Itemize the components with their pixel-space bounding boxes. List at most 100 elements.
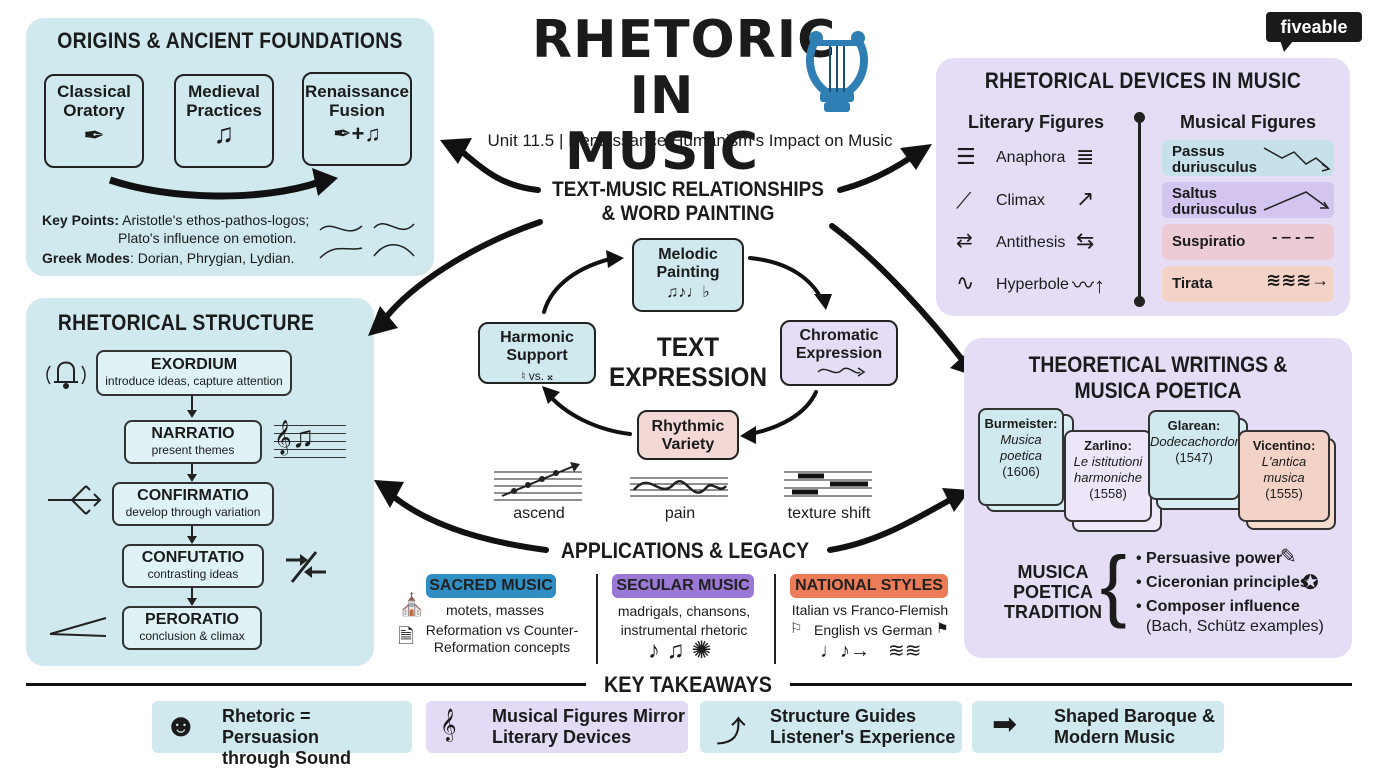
writing-zarlino: Zarlino: Le istitutioni harmoniche (1558… — [1064, 430, 1152, 522]
crescendo-icon — [49, 617, 107, 637]
tag-national-styles: NATIONAL STYLES — [790, 574, 948, 598]
figure-suspiratio: Suspiratio - ‒ - ‒ — [1162, 224, 1334, 260]
subtitle: Unit 11.5 | Renaissance Humanism's Impac… — [487, 131, 893, 150]
note-glyphs-icon: ♫♪♩♭ — [666, 284, 710, 301]
flag-uk-icon: ⚐ — [790, 620, 803, 636]
main-title: RHETORIC IN MUSIC — [532, 10, 837, 182]
brand-badge[interactable]: fiveable — [1266, 12, 1362, 42]
writing-vicentino: Vicentino: L'antica musica (1555) — [1238, 430, 1330, 522]
brand-badge-tail — [1280, 40, 1294, 52]
node-chromatic-expression: Chromatic Expression — [780, 320, 898, 386]
national-line2: English vs German — [814, 622, 933, 638]
chromatic-wave-icon — [817, 367, 866, 377]
climax-arrow-icon: ↗ — [1076, 186, 1095, 211]
literary-figures-heading: Literary Figures — [967, 112, 1105, 132]
origin-box-renaissance: Renaissance Fusion ✒+♫ — [302, 72, 412, 166]
award-icon: ✪ — [1302, 572, 1319, 594]
origins-panel — [26, 18, 434, 276]
origin-box-medieval: Medieval Practices ♫ — [174, 74, 274, 168]
step-arrow-1 — [187, 396, 197, 418]
figure-tirata: Tirata ≋≋≋→ — [1162, 266, 1334, 302]
writing-glarean: Glarean: Dodecachordon (1547) — [1148, 410, 1242, 500]
example-pain-label: pain — [664, 505, 696, 522]
devices-divider — [1138, 114, 1141, 304]
applications-heading: APPLICATIONS & LEGACY — [560, 538, 810, 563]
tag-sacred-music: SACRED MUSIC — [426, 574, 556, 598]
right-arrow-icon: ➡ — [992, 708, 1018, 741]
step-arrow-4 — [187, 588, 197, 606]
takeaways-heading: KEY TAKEAWAYS — [604, 672, 772, 697]
national-notes-icon: ♩♪→ — [820, 640, 870, 662]
structure-heading: RHETORICAL STRUCTURE — [57, 310, 315, 335]
lyre-icon — [806, 31, 868, 112]
takeaway-1: ☻ Rhetoric = Persuasion through Sound — [152, 701, 412, 768]
node-rhythmic-variety: Rhythmic Variety — [637, 410, 739, 460]
secular-lines: madrigals, chansons, instrumental rhetor… — [617, 603, 751, 638]
bullet-composer: • Composer influence — [1136, 598, 1300, 615]
step-peroratio: PERORATIO conclusion & climax — [122, 606, 262, 650]
step-confutatio: CONFUTATIO contrasting ideas — [122, 544, 264, 588]
origins-heading: ORIGINS & ANCIENT FOUNDATIONS — [57, 28, 403, 53]
quill-plus-note-icon: ✒+♫ — [333, 121, 381, 146]
bullet-ciceronian: • Ciceronian principles — [1136, 574, 1309, 591]
center-heading: TEXT-MUSIC RELATIONSHIPS & WORD PAINTING — [552, 178, 824, 225]
bullet-persuasive: • Persuasive power — [1136, 550, 1283, 567]
hyperbole-wave-icon: 〰↑ — [1072, 273, 1106, 298]
takeaways-rule-right — [790, 683, 1352, 686]
sacred-line2: Reformation vs Counter- Reformation conc… — [425, 622, 579, 655]
divider-dot-bottom — [1134, 296, 1145, 307]
divider-dot-top — [1134, 112, 1145, 123]
takeaway-2: 𝄞 Musical Figures Mirror Literary Device… — [426, 701, 688, 753]
theory-heading: THEORETICAL WRITINGS & MUSICA POETICA — [1028, 352, 1288, 403]
writing-burmeister: Burmeister: Musica poetica (1606) — [978, 408, 1064, 506]
step-narratio: NARRATIO present themes — [124, 420, 262, 464]
accidentals-icon: ♮ vs. 𝄪 — [521, 369, 553, 383]
step-arrow-2 — [187, 464, 197, 482]
antithesis-arrows-icon: ⇆ — [1076, 228, 1095, 253]
device-antithesis: Antithesis — [996, 234, 1066, 251]
musical-figures-heading: Musical Figures — [1179, 112, 1317, 132]
takeaway-4: ➡ Shaped Baroque & Modern Music — [972, 701, 1224, 753]
takeaway-3: ⤴ Structure Guides Listener's Experience — [700, 701, 962, 753]
bullet-composer-note: (Bach, Schütz examples) — [1146, 618, 1324, 635]
contrast-arrows-icon — [286, 551, 326, 583]
figure-passus: Passus duriusculus — [1162, 140, 1334, 176]
antithesis-icon: ⇄ — [956, 230, 973, 252]
device-anaphora: Anaphora — [996, 149, 1066, 166]
climax-icon: ⟋ — [956, 188, 972, 213]
music-note-icon: ♫ — [213, 118, 235, 149]
tradition-label: MUSICA POETICA TRADITION — [1004, 562, 1102, 622]
origins-flow-arrow — [108, 168, 338, 200]
texture-shift-icon — [784, 471, 872, 497]
sigh-rests-icon: - ‒ - ‒ — [1272, 229, 1314, 246]
title-line-2: IN MUSIC — [565, 66, 759, 182]
treble-clef-staff-icon: 𝄞♫ — [274, 418, 346, 464]
device-hyperbole: Hyperbole — [996, 276, 1069, 293]
device-climax: Climax — [996, 192, 1045, 209]
node-melodic-painting: Melodic Painting ♫♪♩♭ — [632, 238, 744, 312]
step-confirmatio: CONFIRMATIO develop through variation — [112, 482, 274, 526]
pain-staff-icon — [630, 477, 728, 497]
step-arrow-3 — [187, 526, 197, 544]
divider-1 — [596, 574, 598, 664]
descending-line-icon — [1263, 147, 1331, 172]
tradition-brace: { — [1100, 540, 1127, 629]
greek-modes: Greek Modes: Dorian, Phrygian, Lydian. — [42, 250, 295, 266]
curved-arrow-icon: ⤴ — [716, 716, 746, 749]
hyperbole-icon: ∿ — [956, 270, 975, 295]
speaking-head-icon: ☻ — [164, 707, 198, 743]
mode-waves-icon — [319, 222, 415, 259]
brand-name: fiveable — [1280, 17, 1348, 37]
title-line-1: RHETORIC — [532, 10, 837, 70]
takeaways-rule-left — [26, 683, 586, 686]
key-points: Key Points: Aristotle's ethos-pathos-log… — [42, 212, 310, 246]
lyre-small-icon: 𝄞 — [440, 709, 457, 740]
tag-secular-music: SECULAR MUSIC — [612, 574, 754, 598]
devices-heading: RHETORICAL DEVICES IN MUSIC — [984, 68, 1302, 93]
quill-icon: ✒ — [83, 120, 105, 150]
figure-saltus: Saltus duriusculus — [1162, 182, 1334, 218]
step-exordium: EXORDIUM introduce ideas, capture attent… — [96, 350, 292, 396]
sacred-line1: motets, masses — [445, 602, 545, 618]
example-texture-label: texture shift — [787, 505, 871, 522]
